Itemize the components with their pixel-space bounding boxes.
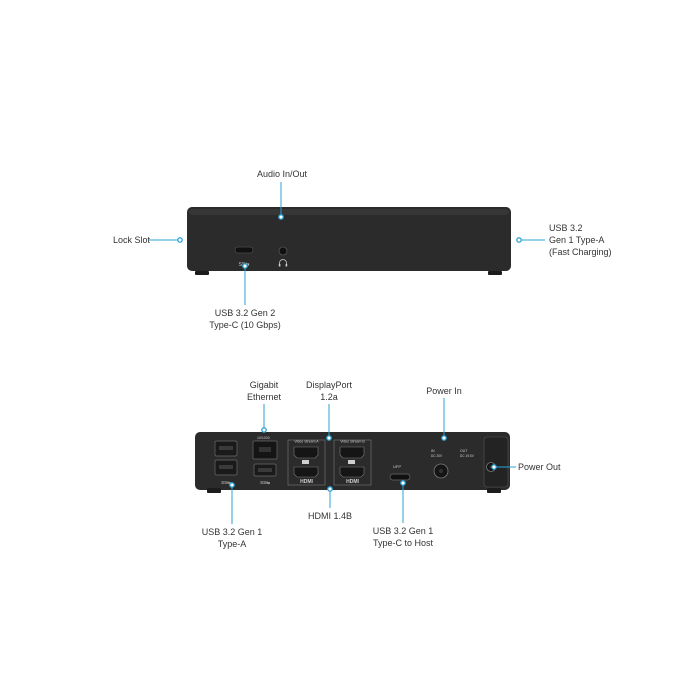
lock-callout-dot — [177, 237, 183, 243]
ethernet-callout-dot — [261, 427, 267, 433]
gigabit-ethernet-label: Gigabit Ethernet — [246, 380, 282, 402]
audio-jack — [278, 246, 288, 256]
hdmi-callout-dot — [327, 486, 333, 492]
lock-slot-label: Lock Slot — [112, 235, 150, 245]
ethernet-mark: 10/1000 — [257, 436, 270, 440]
usb-c-host-callout-dot — [400, 480, 406, 486]
video-stream-a-group — [287, 439, 326, 486]
usb-c-gen2-label: USB 3.2 Gen 2 Type-C (10 Gbps) — [209, 308, 281, 330]
dp-logo-a — [302, 460, 309, 464]
power-out-panel — [483, 436, 509, 488]
usb-a-gen1-label: USB 3.2 Gen 1 Type-A — [201, 527, 263, 549]
hdmi-port-b — [339, 466, 365, 478]
power-out-label: Power Out — [518, 462, 561, 472]
dock-front-top-edge — [189, 209, 509, 215]
video-stream-b-group — [333, 439, 372, 486]
front-foot-right — [488, 271, 502, 275]
video-stream-a-label: Video Stream A — [294, 440, 319, 444]
ufp-label: UFP — [393, 464, 401, 469]
power-in-label: Power In — [426, 386, 462, 396]
dp-logo-b — [348, 460, 355, 464]
headset-mic-icon — [278, 259, 288, 267]
hdmi-logo-a: HDMI — [300, 479, 313, 485]
rear-usb-a-logo-right: SS⇆ — [260, 480, 270, 485]
usb-c-host-label: USB 3.2 Gen 1 Type-C to Host — [372, 526, 434, 548]
rear-usb-a-logo-left: SS⇆ — [221, 480, 231, 485]
power-in-rating: DC 20V — [431, 454, 443, 458]
displayport-label: DisplayPort 1.2a — [305, 380, 352, 402]
hdmi-label: HDMI 1.4B — [307, 511, 352, 521]
power-out-callout-dot — [491, 464, 497, 470]
power-out-text: OUT — [460, 449, 468, 453]
power-out-rating: DC 19.5V — [460, 454, 475, 458]
usb-a-fast-charging-label: USB 3.2 Gen 1 Type-A (Fast Charging) — [549, 223, 612, 257]
dock-front-body — [187, 207, 511, 271]
usb-c-front-callout-dot — [242, 263, 248, 269]
dock-front-view: SS⇆ — [187, 207, 511, 275]
rear-foot-right — [487, 488, 501, 493]
hdmi-logo-b: HDMI — [346, 479, 359, 485]
dock-rear-view: SS⇆ 10/1000 SS⇆ Video Stream A HDMI Vide… — [195, 432, 510, 493]
displayport-callout-dot — [326, 435, 332, 441]
usb-a-fast-callout-dot — [516, 237, 522, 243]
power-in-callout-dot — [441, 435, 447, 441]
hdmi-port-a — [293, 466, 319, 478]
displayport-b — [339, 446, 365, 459]
power-in-text: IN — [431, 449, 435, 453]
usb-a-rear-callout-dot — [229, 482, 235, 488]
audio-callout-dot — [278, 214, 284, 220]
usb-c-host-port — [389, 473, 411, 481]
front-usb-c-port — [234, 246, 254, 254]
displayport-a — [293, 446, 319, 459]
video-stream-b-label: Video Stream B — [340, 440, 365, 444]
rear-foot-left — [207, 488, 221, 493]
audio-in-out-label: Audio In/Out — [256, 169, 308, 179]
front-foot-left — [195, 271, 209, 275]
